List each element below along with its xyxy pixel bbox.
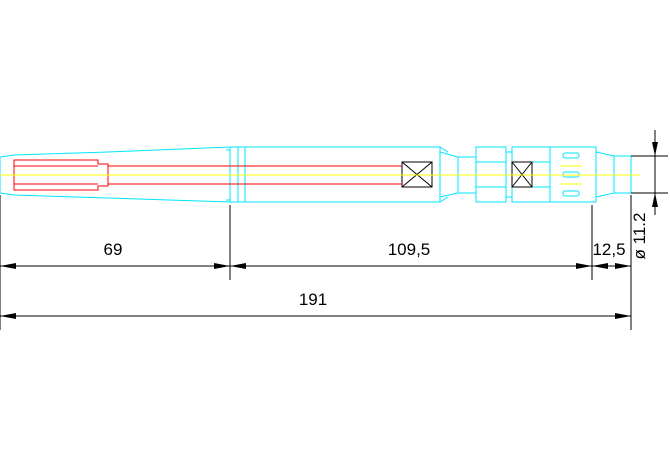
internal-bore — [13, 159, 402, 191]
dimension-69: 69 — [104, 240, 123, 259]
dimension-lines — [0, 130, 668, 330]
dimension-arrows — [0, 142, 658, 319]
centerline — [0, 165, 640, 185]
dimension-diameter: ø 11.2 — [630, 213, 649, 260]
dimension-12-5: 12,5 — [592, 240, 625, 259]
dimension-191: 191 — [299, 290, 327, 309]
dimension-109-5: 109,5 — [388, 240, 431, 259]
